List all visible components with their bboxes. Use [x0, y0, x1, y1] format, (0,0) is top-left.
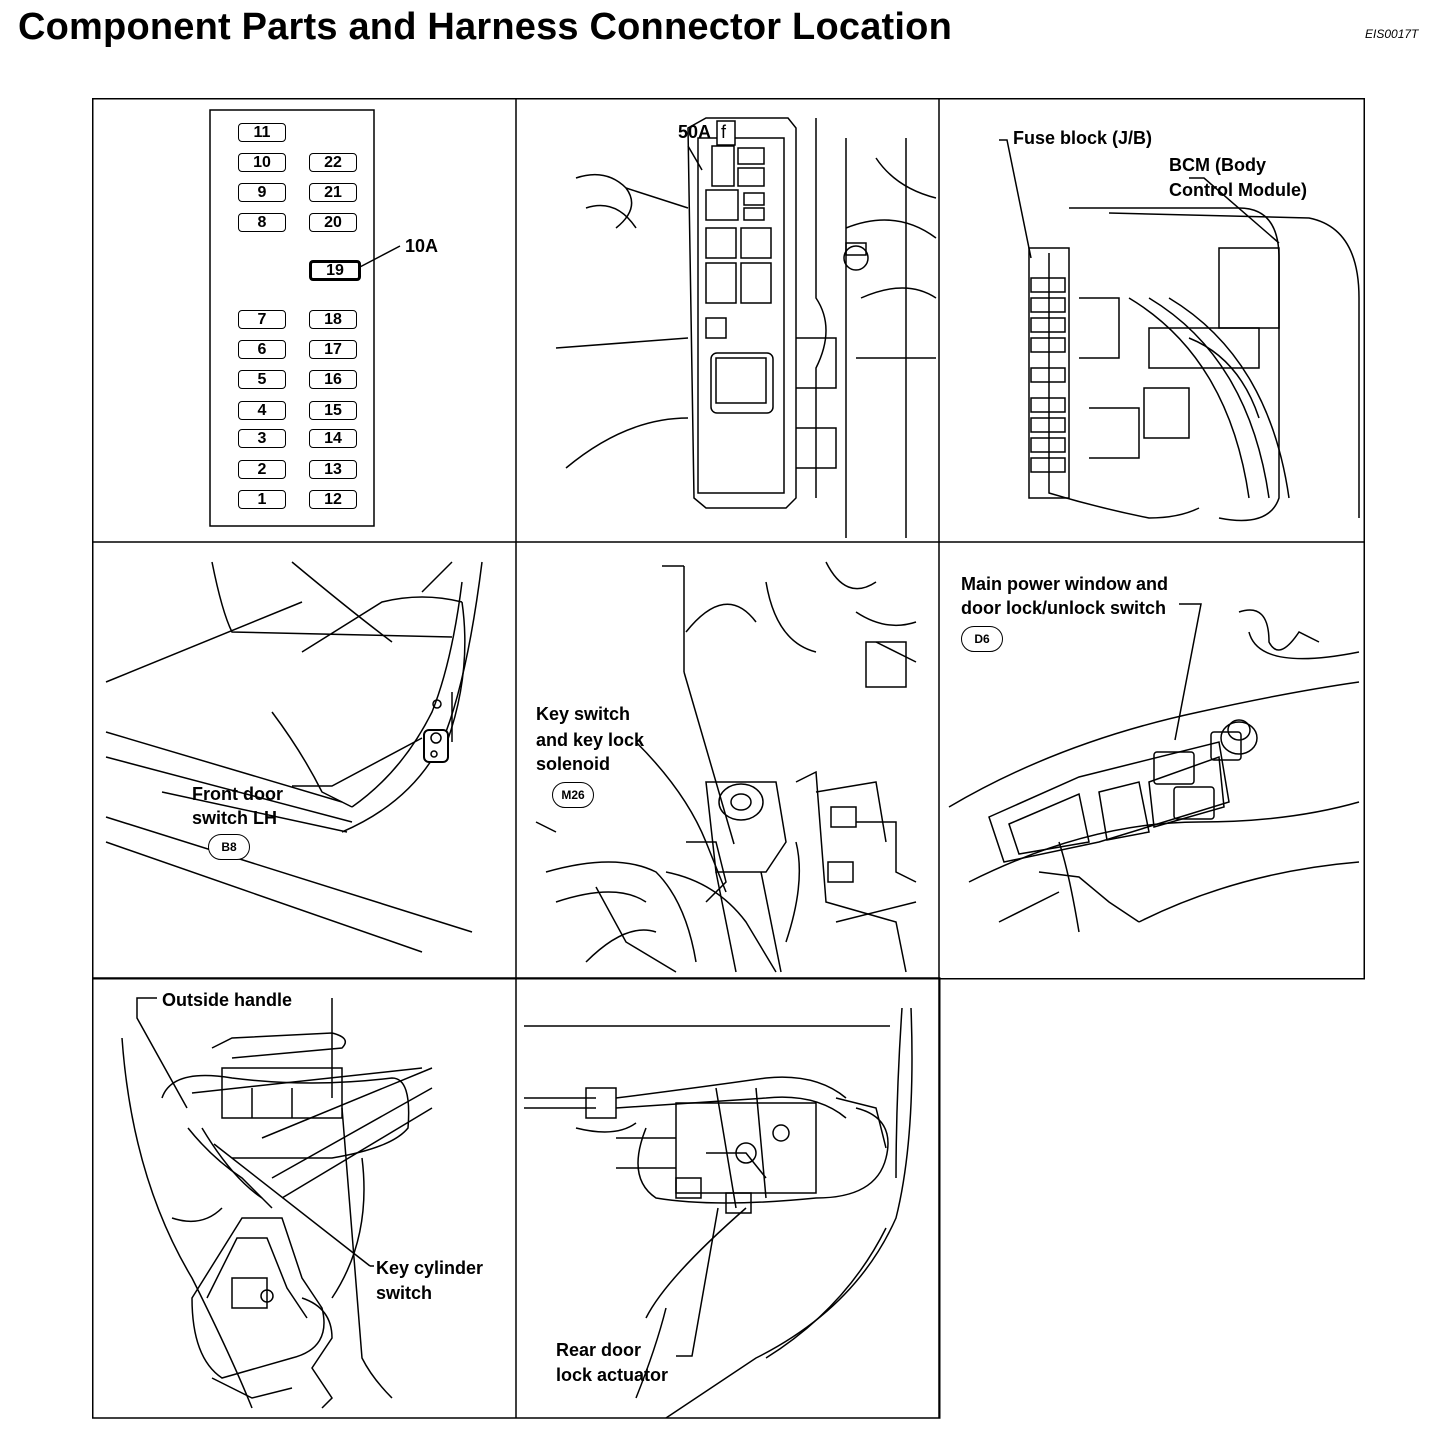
- connector-badge-b8: B8: [208, 834, 250, 860]
- panel-power-window-switch: Main power window and door lock/unlock s…: [939, 542, 1364, 978]
- fuse-2: 2: [238, 460, 286, 479]
- fuse-14: 14: [309, 429, 357, 448]
- key-cylinder-label-line1: Key cylinder: [376, 1258, 484, 1278]
- fuse-18: 18: [309, 310, 357, 329]
- key-switch-label-line1: Key switch: [536, 704, 631, 724]
- fuse-block-label: Fuse block (J/B): [1013, 128, 1153, 148]
- fuse-12: 12: [309, 490, 357, 509]
- fuse-5: 5: [238, 370, 286, 389]
- fusible-link-letter: f: [721, 122, 727, 142]
- fuse-1: 1: [238, 490, 286, 509]
- outside-handle-drawing: [121, 997, 433, 1409]
- fuse-13: 13: [309, 460, 357, 479]
- document-code: EIS0017T: [1365, 27, 1419, 41]
- fusible-link-rating: 50A: [678, 122, 712, 142]
- fuse-block-bcm-drawing: [999, 139, 1360, 522]
- bcm-label-line2: Control Module): [1169, 180, 1307, 200]
- panel-rear-door-actuator: Rear door lock actuator: [516, 978, 939, 1418]
- key-switch-label-line3: solenoid: [536, 754, 611, 774]
- fuse-17: 17: [309, 340, 357, 359]
- key-cylinder-label-line2: switch: [376, 1283, 433, 1303]
- connector-badge-d6: D6: [961, 626, 1003, 652]
- rear-door-actuator-label-line1: Rear door: [556, 1340, 642, 1360]
- fuse-15: 15: [309, 401, 357, 420]
- key-switch-drawing: [535, 561, 917, 973]
- bcm-label-line1: BCM (Body: [1169, 155, 1266, 175]
- front-door-switch-label-line1: Front door: [192, 784, 283, 804]
- fuse-16: 16: [309, 370, 357, 389]
- panel-outside-handle: Outside handle Key cylinder switch: [92, 978, 516, 1418]
- fuse-3: 3: [238, 429, 286, 448]
- panel-fuse-block-bcm: Fuse block (J/B) BCM (Body Control Modul…: [939, 98, 1364, 542]
- fuse-20: 20: [309, 213, 357, 232]
- page-title: Component Parts and Harness Connector Lo…: [18, 6, 952, 48]
- fuse-10: 10: [238, 153, 286, 172]
- grid-frame: [92, 98, 1365, 1419]
- fuse-9: 9: [238, 183, 286, 202]
- rear-door-actuator-label-line2: lock actuator: [556, 1365, 669, 1385]
- fuse-22: 22: [309, 153, 357, 172]
- fuse-panel-outline: [209, 109, 401, 527]
- fuse-19: 19: [309, 260, 361, 281]
- fuse-10a-callout: 10A: [405, 236, 439, 256]
- fusible-link-drawing: [555, 117, 937, 538]
- fuse-4: 4: [238, 401, 286, 420]
- power-window-switch-drawing: [948, 603, 1360, 933]
- outside-handle-label: Outside handle: [162, 990, 293, 1010]
- fuse-8: 8: [238, 213, 286, 232]
- rear-door-actuator-drawing: [524, 1007, 913, 1418]
- front-door-switch-label-line2: switch LH: [192, 808, 278, 828]
- connector-badge-m26: M26: [552, 782, 594, 808]
- fuse-21: 21: [309, 183, 357, 202]
- front-door-switch-drawing: [105, 561, 483, 953]
- panel-fusible-link: 50A f: [516, 98, 939, 542]
- key-switch-label-line2: and key lock: [536, 730, 645, 750]
- fuse-6: 6: [238, 340, 286, 359]
- fuse-11: 11: [238, 123, 286, 142]
- panel-key-switch: Key switch and key lock solenoid M26: [516, 542, 939, 978]
- power-window-label-line2: door lock/unlock switch: [961, 598, 1167, 618]
- power-window-label-line1: Main power window and: [961, 574, 1168, 594]
- fusible-link-f-box: [716, 120, 736, 146]
- panel-front-door-switch: Front door switch LH B8: [92, 542, 516, 978]
- fuse-7: 7: [238, 310, 286, 329]
- door-switch-body: [423, 729, 449, 763]
